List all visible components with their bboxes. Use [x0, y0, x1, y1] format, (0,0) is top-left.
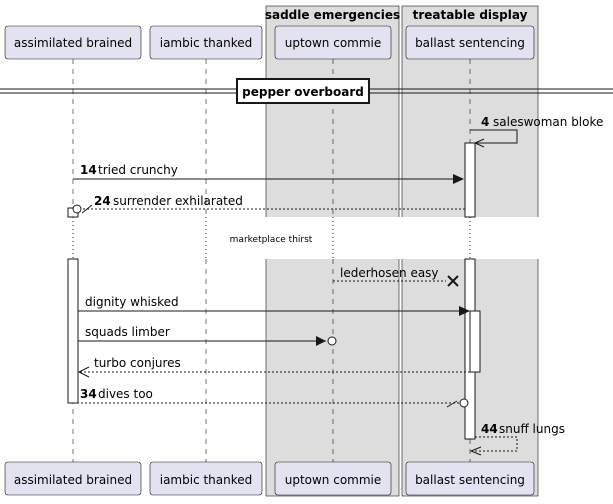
box-title: saddle emergencies: [265, 8, 400, 22]
message-text: dives too: [98, 387, 153, 401]
message-number: 14: [80, 163, 97, 177]
message-text: snuff lungs: [499, 422, 565, 436]
message-text: tried crunchy: [98, 163, 178, 177]
participant-label: assimilated brained: [14, 473, 132, 487]
message-turbo-conjures: turbo conjures: [77, 356, 470, 378]
participant-label: uptown commie: [285, 36, 382, 50]
message-dives-too: 34 dives too: [73, 387, 469, 408]
participant-assimilated-brained-bottom: assimilated brained: [4, 461, 142, 496]
participant-label: uptown commie: [285, 473, 382, 487]
message-lederhosen-easy: lederhosen easy: [333, 266, 459, 287]
participant-label: assimilated brained: [14, 36, 132, 50]
box-title: treatable display: [413, 8, 528, 22]
participant-label: ballast sentencing: [415, 36, 525, 50]
message-tried-crunchy: 14 tried crunchy: [73, 163, 464, 184]
message-text: lederhosen easy: [340, 266, 439, 280]
participant-ballast-sentencing-top: ballast sentencing: [405, 25, 535, 60]
divider-pepper-overboard: pepper overboard: [0, 78, 613, 104]
participant-label: ballast sentencing: [415, 473, 525, 487]
participant-iambic-thanked-bottom: iambic thanked: [149, 461, 263, 496]
message-text: saleswoman bloke: [493, 115, 603, 129]
delay-marketplace-thirst: marketplace thirst: [60, 217, 540, 259]
participant-iambic-thanked-top: iambic thanked: [149, 25, 263, 60]
message-number: 34: [80, 387, 97, 401]
message-text: turbo conjures: [94, 356, 181, 370]
message-dignity-whisked: dignity whisked: [78, 295, 470, 316]
participant-label: iambic thanked: [160, 36, 253, 50]
activation-bar: [464, 142, 476, 218]
message-squads-limber: squads limber: [78, 325, 337, 346]
message-number: 24: [94, 194, 111, 208]
message-number: 44: [481, 422, 498, 436]
participant-ballast-sentencing-bottom: ballast sentencing: [405, 461, 535, 496]
message-number: 4: [481, 115, 489, 129]
participant-label: iambic thanked: [160, 473, 253, 487]
message-saleswoman-bloke: 4 saleswoman bloke: [470, 115, 603, 148]
divider-label: pepper overboard: [242, 85, 364, 99]
participant-uptown-commie-bottom: uptown commie: [274, 461, 392, 496]
participant-uptown-commie-top: uptown commie: [274, 25, 392, 60]
message-text: squads limber: [85, 325, 170, 339]
participant-assimilated-brained-top: assimilated brained: [4, 25, 142, 60]
delay-label: marketplace thirst: [230, 235, 313, 245]
message-text: surrender exhilarated: [113, 194, 243, 208]
message-text: dignity whisked: [85, 295, 179, 309]
message-snuff-lungs: 44 snuff lungs: [469, 422, 565, 456]
activation-bar: [67, 258, 79, 404]
activation-bar: [469, 310, 481, 373]
message-surrender-exhilarated: 24 surrender exhilarated: [72, 194, 465, 214]
